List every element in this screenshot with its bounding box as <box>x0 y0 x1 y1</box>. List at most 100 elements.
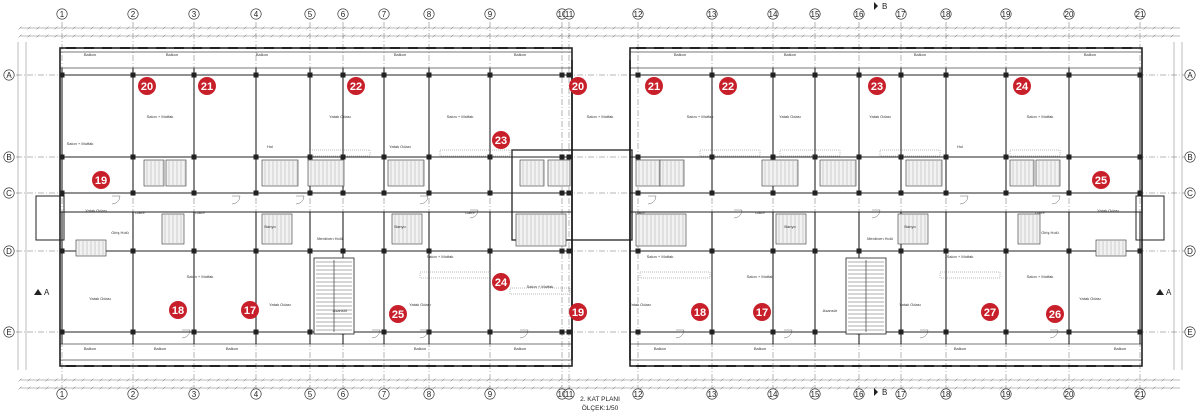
dimension-tick <box>1134 386 1138 390</box>
dimension-tick <box>1170 386 1174 390</box>
dimension-tick <box>261 378 265 382</box>
dimension-tick <box>621 34 625 38</box>
structural-column <box>812 154 818 160</box>
dimension-tick <box>423 26 427 30</box>
dimension-tick <box>882 26 886 30</box>
dimension-tick <box>63 34 67 38</box>
grid-bubble <box>632 388 644 400</box>
dimension-tick <box>90 386 94 390</box>
room-label: Daire <box>1035 210 1045 215</box>
dimension-tick <box>90 34 94 38</box>
dimension-tick <box>774 26 778 30</box>
dimension-tick <box>360 386 364 390</box>
dimension-tick <box>468 26 472 30</box>
dimension-tick <box>1053 386 1057 390</box>
room-label: Banyo <box>784 224 796 229</box>
dimension-tick <box>360 26 364 30</box>
dimension-tick <box>765 34 769 38</box>
room-label: Balkon <box>514 52 526 57</box>
dimension-tick <box>522 386 526 390</box>
grid-column-label: 13 <box>708 390 717 399</box>
dimension-tick <box>828 378 832 382</box>
dimension-tick <box>522 34 526 38</box>
room-label: Yatak Odası <box>85 208 107 213</box>
dimension-tick <box>621 386 625 390</box>
dimension-tick <box>342 26 346 30</box>
dimension-tick <box>909 26 913 30</box>
dimension-tick <box>351 26 355 30</box>
dimension-tick <box>675 26 679 30</box>
grid-column-label: 18 <box>942 10 951 19</box>
dimension-tick <box>981 26 985 30</box>
dimension-tick <box>378 26 382 30</box>
counter <box>1009 149 1061 157</box>
dimension-tick <box>999 34 1003 38</box>
dimension-tick <box>1044 378 1048 382</box>
section-arrow <box>1156 289 1164 295</box>
dimension-tick <box>1161 34 1165 38</box>
structural-column <box>381 190 387 196</box>
wet-area <box>1009 159 1035 187</box>
dimension-tick <box>279 26 283 30</box>
grid-column-label: 15 <box>811 390 820 399</box>
dimension-tick <box>405 26 409 30</box>
dimension-tick <box>585 26 589 30</box>
structural-column <box>191 154 197 160</box>
dimension-tick <box>414 26 418 30</box>
apartment-marker <box>492 273 510 291</box>
structural-column <box>191 329 197 335</box>
room-label: Banyo <box>394 224 406 229</box>
dimension-tick <box>441 378 445 382</box>
dimension-tick <box>252 386 256 390</box>
room-label: Asansör <box>823 308 838 313</box>
dimension-tick <box>225 26 229 30</box>
structural-column <box>812 190 818 196</box>
dimension-tick <box>423 386 427 390</box>
dimension-tick <box>783 26 787 30</box>
dimension-tick <box>81 378 85 382</box>
dimension-tick <box>873 34 877 38</box>
dimension-tick <box>27 378 31 382</box>
dimension-tick <box>1125 386 1129 390</box>
dimension-tick <box>450 34 454 38</box>
section-arrow <box>874 2 878 10</box>
dimension-tick <box>909 378 913 382</box>
dimension-tick <box>171 378 175 382</box>
structural-column <box>812 248 818 254</box>
dimension-tick <box>945 378 949 382</box>
grid-bubble <box>304 8 316 20</box>
dimension-tick <box>252 34 256 38</box>
dimension-tick <box>288 34 292 38</box>
structural-column <box>770 154 776 160</box>
dimension-tick <box>36 34 40 38</box>
structural-column <box>340 248 346 254</box>
apartment-marker-label: 18 <box>172 305 184 317</box>
dimension-tick <box>1098 34 1102 38</box>
dimension-tick <box>486 386 490 390</box>
dimension-tick <box>1026 26 1030 30</box>
dimension-tick <box>216 26 220 30</box>
dimension-tick <box>855 34 859 38</box>
dimension-tick <box>837 386 841 390</box>
structural-column <box>898 154 904 160</box>
grid-column-label: 14 <box>769 10 778 19</box>
door-swing <box>1051 195 1061 205</box>
room-label: Hol <box>267 144 273 149</box>
dimension-tick <box>882 34 886 38</box>
door-swing <box>783 329 793 339</box>
dimension-tick <box>54 378 58 382</box>
grid-bubble <box>706 388 718 400</box>
structural-column <box>1066 154 1072 160</box>
dimension-tick <box>576 386 580 390</box>
dimension-tick <box>963 378 967 382</box>
dimension-tick <box>1116 386 1120 390</box>
dimension-tick <box>522 378 526 382</box>
dimension-tick <box>279 34 283 38</box>
apartment-marker <box>169 301 187 319</box>
dimension-tick <box>513 378 517 382</box>
dimension-tick <box>90 26 94 30</box>
structural-column <box>487 72 493 78</box>
dimension-tick <box>999 378 1003 382</box>
grid-bubble <box>1184 69 1196 81</box>
dimension-tick <box>549 34 553 38</box>
